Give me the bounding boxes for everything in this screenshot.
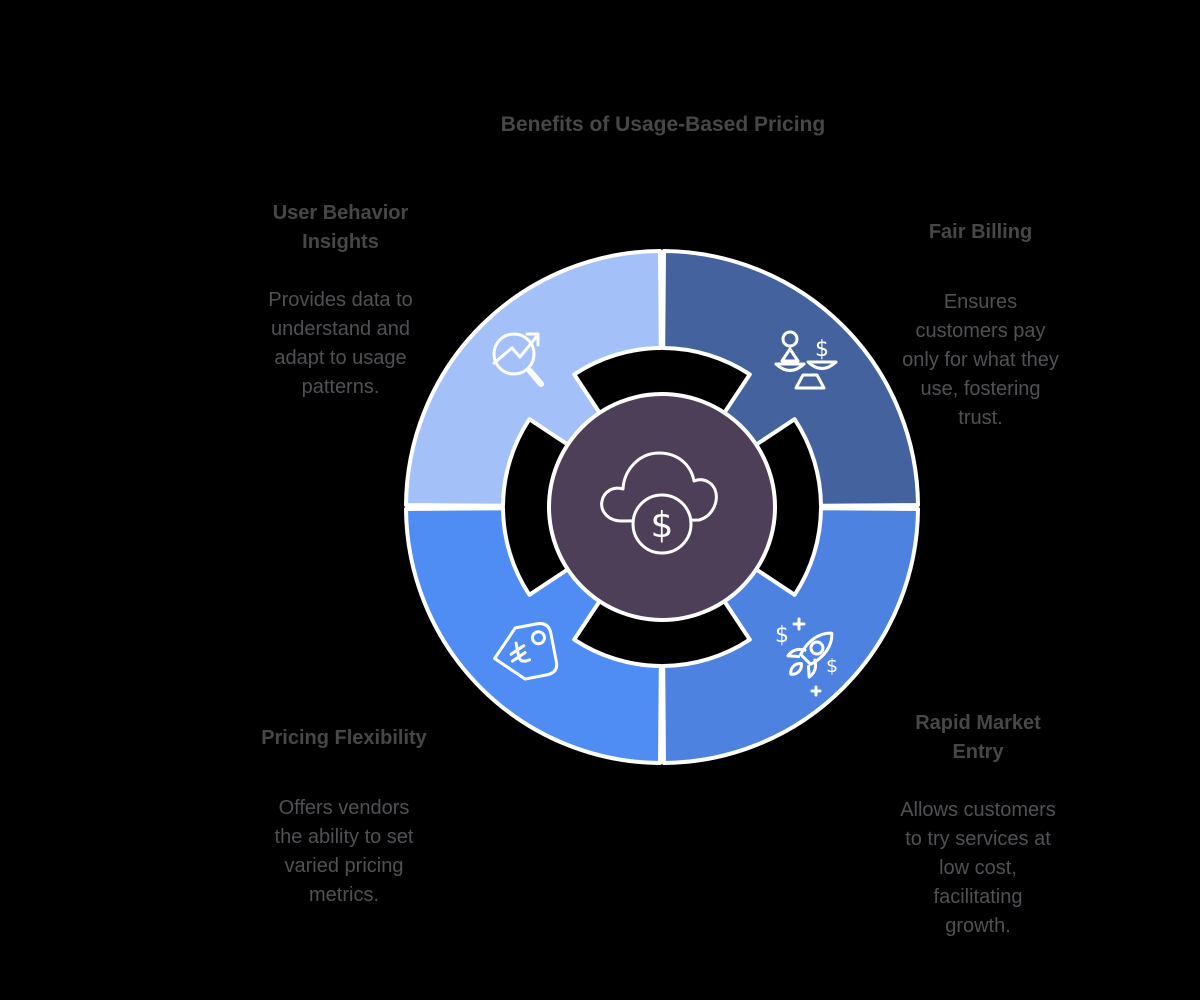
- cloud-outline: [600, 451, 718, 523]
- segment-label-rapid-market-entry: Rapid Market Entry Allows customers to t…: [868, 680, 1088, 970]
- tag-hole: [530, 630, 546, 646]
- rocket-body: [799, 631, 834, 666]
- arrow-head: [525, 332, 540, 347]
- currency-slash-2: [510, 651, 527, 663]
- tag-outline: [493, 622, 559, 681]
- cloud-dollar-icon: $: [600, 451, 718, 555]
- segment-body: Ensures customers pay only for what they…: [902, 291, 1059, 429]
- dollar-glyph: $: [651, 505, 674, 546]
- quadrant-rapid-market-entry: [661, 506, 920, 765]
- rocket-fin-left: [786, 647, 807, 659]
- rocket-icon: $ $: [775, 617, 838, 697]
- segment-label-pricing-flexibility: Pricing Flexibility Offers vendors the a…: [238, 695, 450, 939]
- quadrant-fair-billing: [661, 249, 920, 508]
- balance-scale-icon: $: [774, 330, 838, 390]
- person-body: [780, 347, 800, 363]
- dollar-glyph: $: [815, 337, 829, 362]
- sparkle-plus-top: [792, 617, 806, 631]
- rocket-fin-right: [806, 658, 818, 679]
- segment-label-fair-billing: Fair Billing Ensures customers pay only …: [873, 189, 1088, 462]
- dollar-glyph-right: $: [826, 655, 838, 677]
- rocket-flame: [789, 662, 803, 676]
- segment-title: Fair Billing: [928, 221, 1033, 243]
- segment-title: User Behavior Insights: [272, 202, 409, 253]
- chart-magnifier-icon: [492, 332, 544, 387]
- segment-title: Rapid Market Entry: [915, 712, 1041, 763]
- dollar-coin: [631, 493, 693, 555]
- sparkle-plus-bottom: [810, 685, 822, 697]
- segment-title: Pricing Flexibility: [261, 727, 427, 749]
- segment-label-user-behavior-insights: User Behavior Insights Provides data to …: [233, 170, 448, 431]
- trend-line: [492, 334, 539, 365]
- rocket-window: [809, 640, 825, 656]
- right-pan: [806, 360, 838, 370]
- segment-body: Provides data to understand and adapt to…: [268, 289, 413, 398]
- magnifier-handle: [527, 368, 544, 387]
- dollar-glyph-left: $: [775, 623, 789, 648]
- price-tag-icon: [493, 622, 559, 681]
- scale-base: [794, 373, 826, 390]
- currency-slash-1: [509, 644, 526, 656]
- page-title: Benefits of Usage-Based Pricing: [500, 113, 826, 136]
- left-pan: [774, 362, 806, 372]
- person-head: [781, 330, 799, 348]
- segment-body: Allows customers to try services at low …: [900, 799, 1056, 937]
- segment-body: Offers vendors the ability to set varied…: [274, 797, 414, 906]
